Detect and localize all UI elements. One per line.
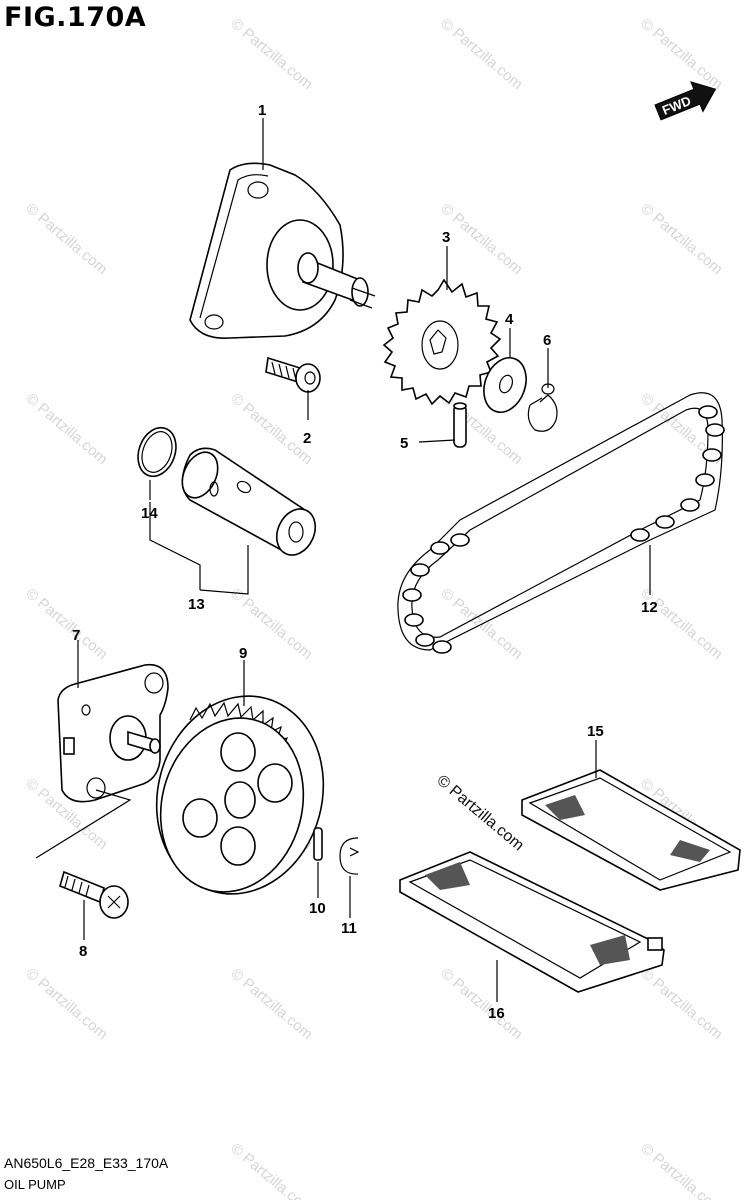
part-16-strainer	[399, 851, 665, 993]
watermark: © Partzilla.com	[22, 965, 110, 1043]
part-14-o-ring	[137, 426, 177, 478]
figure-code: AN650L6_E28_E33_170A	[4, 1155, 169, 1171]
callout-14: 14	[141, 505, 158, 522]
callout-16: 16	[488, 1005, 505, 1022]
watermark: © Partzilla.com	[227, 965, 315, 1043]
fwd-label: FWD	[660, 93, 693, 118]
callout-8: 8	[79, 943, 87, 960]
callout-11: 11	[341, 920, 357, 937]
callout-13: 13	[188, 596, 205, 613]
figure-title: FIG.170A	[4, 2, 147, 33]
part-4-washer	[483, 357, 527, 413]
watermark: © Partzilla.com	[637, 200, 725, 278]
part-5-pin	[453, 402, 467, 448]
callout-6: 6	[543, 332, 551, 349]
watermark: © Partzilla.com	[22, 585, 110, 663]
callout-10: 10	[309, 900, 326, 917]
watermark: © Partzilla.com	[22, 200, 110, 278]
callout-7: 7	[72, 627, 80, 644]
part-1-oil-pump-cover	[189, 162, 376, 339]
callout-2: 2	[303, 430, 311, 447]
leader-lines	[35, 118, 651, 1002]
watermark: © Partzilla.com	[637, 965, 725, 1043]
watermark: © Partzilla.com	[437, 15, 525, 93]
part-13-regulator	[181, 447, 317, 556]
watermark: © Partzilla.com	[437, 965, 525, 1043]
callout-9: 9	[239, 645, 247, 662]
part-9-gear	[155, 695, 325, 895]
part-12-drive-chain	[397, 392, 725, 654]
callout-3: 3	[442, 229, 450, 246]
figure-name: OIL PUMP	[4, 1177, 66, 1192]
part-7-pump-case	[57, 663, 169, 803]
watermark: © Partzilla.com	[637, 15, 725, 93]
part-11-e-ring	[339, 837, 360, 875]
part-3-driven-sprocket	[382, 278, 502, 406]
callout-4: 4	[505, 311, 514, 328]
watermark: © Partzilla.com	[22, 390, 110, 468]
chain-links	[402, 405, 725, 654]
watermark: © Partzilla.com	[637, 585, 725, 663]
callout-labels: 1 2 3 4 5 6 7 8 9 10 11 12 13 14 15 16	[72, 102, 658, 1022]
watermark: © Partzilla.com	[227, 1140, 315, 1200]
watermark-prominent: © Partzilla.com	[433, 772, 527, 854]
part-10-pin	[313, 827, 323, 861]
part-15-strainer	[521, 769, 741, 891]
part-2-screw	[265, 356, 321, 393]
part-6-circlip	[527, 383, 558, 432]
watermark: © Partzilla.com	[437, 200, 525, 278]
part-8-screw	[59, 870, 129, 919]
callout-5: 5	[400, 435, 408, 452]
watermark: © Partzilla.com	[227, 15, 315, 93]
watermark: © Partzilla.com	[637, 1140, 725, 1200]
callout-15: 15	[587, 723, 604, 740]
callout-12: 12	[641, 599, 658, 616]
callout-1: 1	[258, 102, 266, 119]
watermark-layer: © Partzilla.com © Partzilla.com © Partzi…	[22, 15, 725, 1200]
